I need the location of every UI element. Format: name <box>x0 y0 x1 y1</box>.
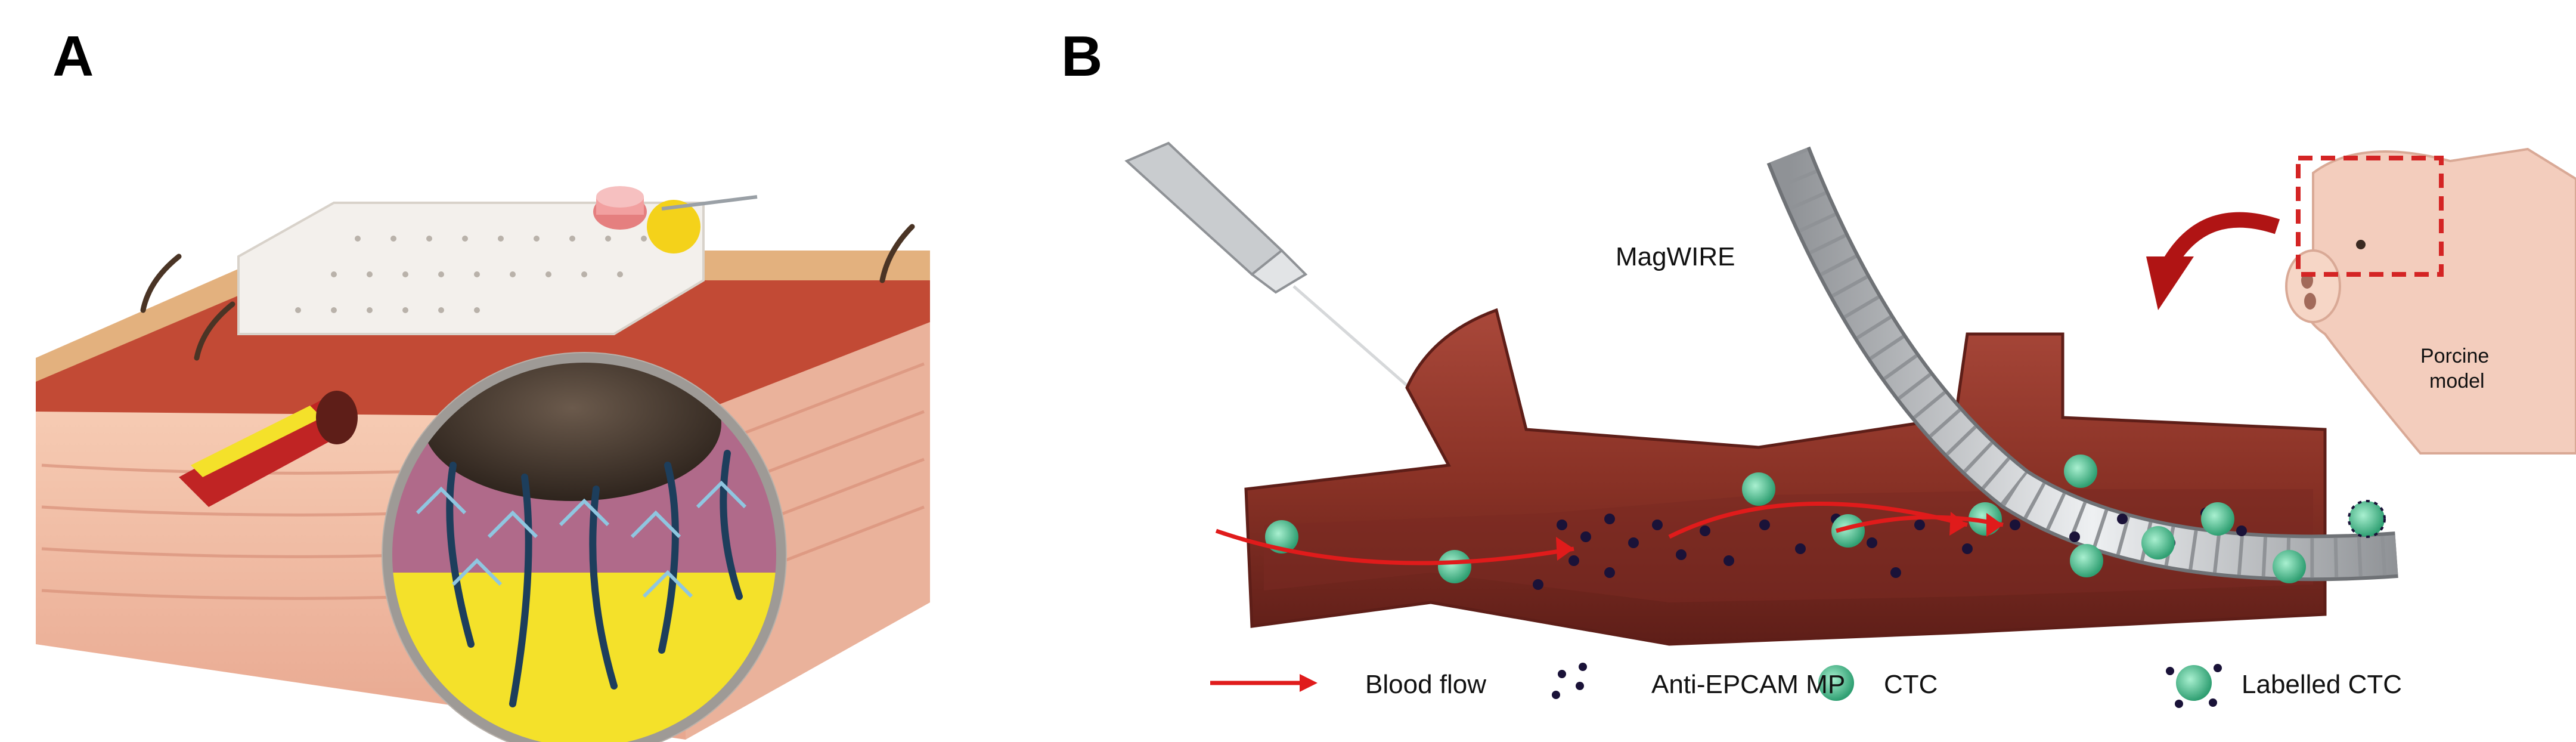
legend-ctc: CTC <box>1884 670 1938 699</box>
legend-blood-flow: Blood flow <box>1365 670 1486 699</box>
embedded-vessel <box>179 391 358 507</box>
magwire-device <box>1766 146 2398 582</box>
magnified-inset <box>382 352 787 742</box>
legend-anti-epcam: Anti-EPCAM MP <box>1651 670 1845 699</box>
panel-label-a: A <box>52 24 94 88</box>
highlight-box <box>2296 156 2444 277</box>
legend-labelled-ctc: Labelled CTC <box>2242 670 2402 699</box>
magwire-label: MagWIRE <box>1616 242 1735 271</box>
panel-label-b: B <box>1061 24 1103 88</box>
legend-graphics <box>1210 663 2222 708</box>
patch-pores <box>295 236 647 313</box>
panel-b-illustration: MagWIRE Porcine model Blood flow Anti-EP… <box>1124 141 2576 708</box>
ctc-cells <box>1265 455 2386 583</box>
microneedle-patch <box>237 202 705 335</box>
porcine-label-line1: Porcine <box>2420 345 2489 367</box>
blood-flow-arrows <box>1215 501 2004 565</box>
curved-arrow <box>2163 212 2280 267</box>
porcine-model <box>2285 147 2576 455</box>
hair-strands <box>140 224 915 361</box>
flow-arrowheads <box>1556 512 2003 561</box>
porcine-label-line2: model <box>2429 370 2485 392</box>
catheter-port <box>593 186 758 253</box>
curved-arrowhead <box>2146 256 2194 310</box>
panel-a-illustration <box>36 186 930 742</box>
